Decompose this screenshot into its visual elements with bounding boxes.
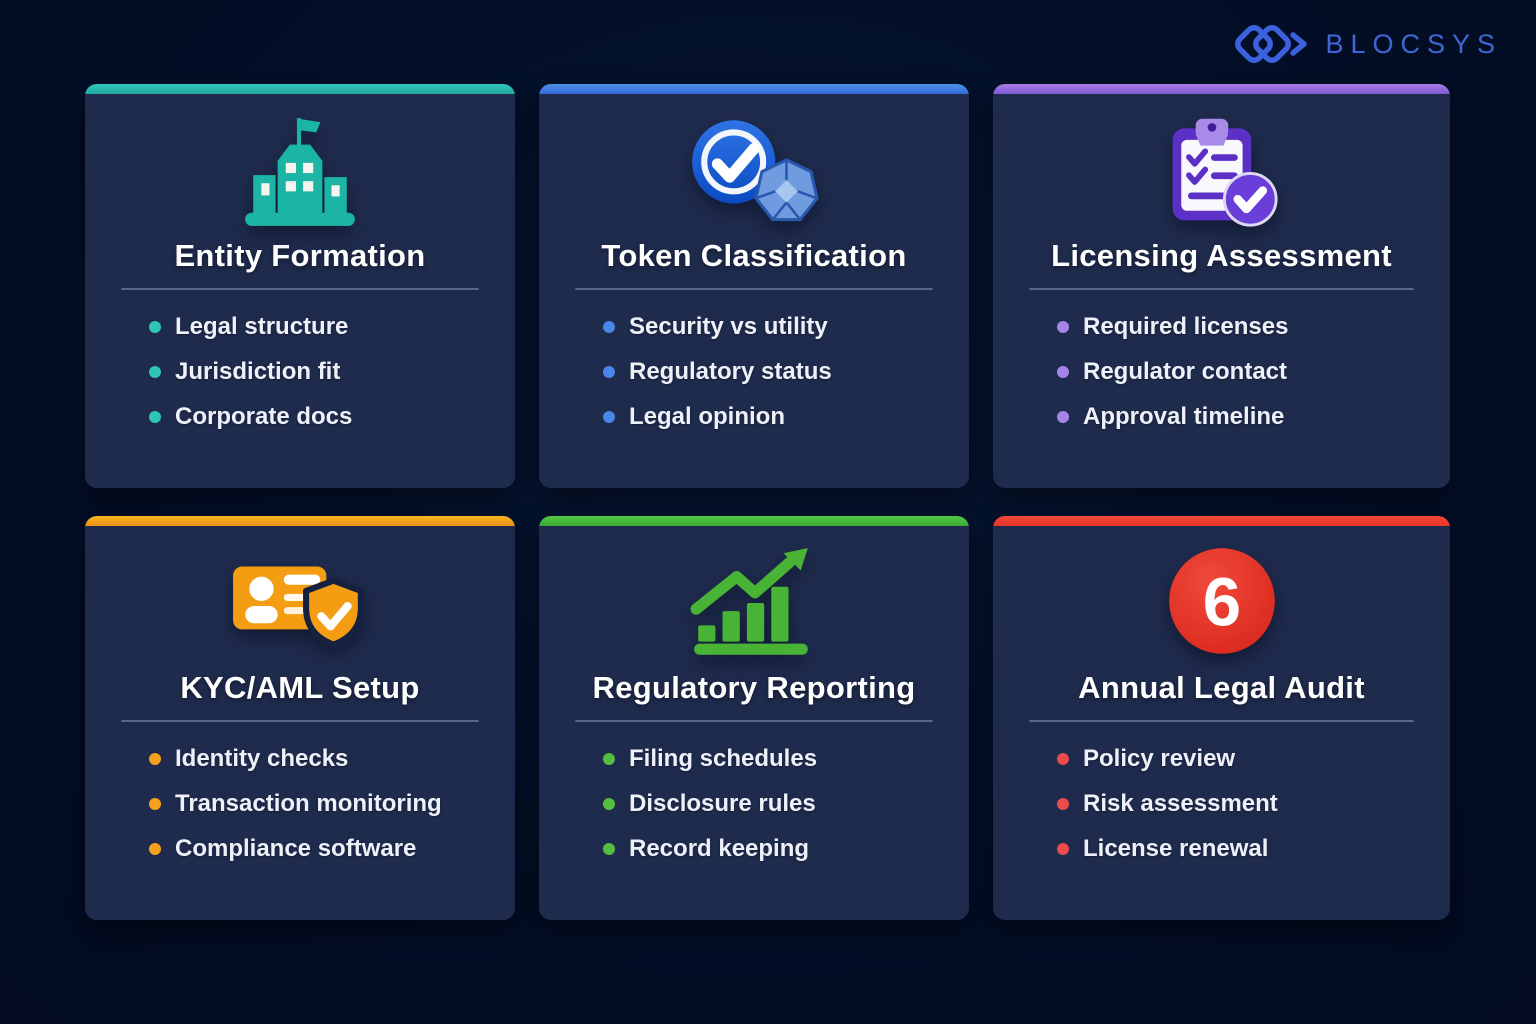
accent-bar [85,516,515,526]
card-regulatory-reporting: Regulatory Reporting Filing schedules Di… [539,516,969,920]
blocsys-logo-icon [1235,25,1308,63]
list-item: License renewal [1057,835,1434,862]
card-title: Regulatory Reporting [592,670,916,705]
card-entity-formation: Entity Formation Legal structure Jurisdi… [85,84,515,488]
bullet-label: Approval timeline [1083,403,1285,430]
verified-token-icon [691,120,819,222]
card-annual-legal-audit: 6 Annual Legal Audit Policy review Risk … [993,516,1450,920]
card-title: KYC/AML Setup [180,670,420,705]
brand-logo: BLOCSYS [1231,16,1502,72]
title-divider [1029,288,1414,290]
bullet-dot [1057,321,1069,333]
bullet-dot [149,753,161,765]
growth-chart-icon [690,548,808,655]
list-item: Risk assessment [1057,790,1434,817]
number-6-badge-icon: 6 [1168,548,1275,654]
bullet-label: Identity checks [175,745,349,772]
bullet-list: Legal structure Jurisdiction fit Corpora… [85,313,515,430]
bullet-dot [603,798,615,810]
list-item: Required licenses [1057,313,1434,340]
bullet-dot [603,843,615,855]
card-token-classification: Token Classification Security vs utility… [539,84,969,488]
accent-bar [539,516,969,526]
list-item: Disclosure rules [603,790,953,817]
title-divider [1029,720,1414,722]
card-title: Licensing Assessment [1051,238,1392,273]
bullet-list: Security vs utility Regulatory status Le… [539,313,969,430]
bullet-dot [149,843,161,855]
brand-name: BLOCSYS [1325,28,1502,59]
bullet-label: Legal opinion [629,403,785,430]
bullet-dot [149,798,161,810]
list-item: Approval timeline [1057,403,1434,430]
bullet-dot [149,411,161,423]
badge-number: 6 [1202,562,1240,640]
list-item: Record keeping [603,835,953,862]
list-item: Filing schedules [603,745,953,772]
list-item: Regulatory status [603,358,953,385]
bullet-label: Policy review [1083,745,1236,772]
bullet-label: Record keeping [629,835,810,862]
card-title: Entity Formation [174,238,426,273]
list-item: Security vs utility [603,313,953,340]
list-item: Jurisdiction fit [149,358,499,385]
bullet-label: Filing schedules [629,745,818,772]
list-item: Policy review [1057,745,1434,772]
list-item: Corporate docs [149,403,499,430]
list-item: Compliance software [149,835,499,862]
bullet-list: Identity checks Transaction monitoring C… [85,745,515,862]
bullet-list: Required licenses Regulator contact Appr… [993,313,1450,430]
bullet-dot [149,366,161,378]
list-item: Identity checks [149,745,499,772]
bullet-label: Disclosure rules [629,790,816,817]
card-licensing-assessment: Licensing Assessment Required licenses R… [993,84,1450,488]
accent-bar [539,84,969,94]
bullet-label: Regulatory status [629,358,832,385]
bullet-dot [149,321,161,333]
bullet-label: Transaction monitoring [175,790,442,817]
bullet-label: Compliance software [175,835,417,862]
bullet-dot [1057,411,1069,423]
bullet-dot [1057,843,1069,855]
bullet-dot [603,411,615,423]
accent-bar [993,84,1450,94]
bullet-label: Corporate docs [175,403,353,430]
checklist-clipboard-icon [1172,118,1278,227]
bullet-label: Jurisdiction fit [175,358,341,385]
bullet-dot [1057,753,1069,765]
bullet-dot [603,366,615,378]
bullet-dot [1057,798,1069,810]
list-item: Legal structure [149,313,499,340]
bullet-dot [1057,366,1069,378]
cards-grid: Entity Formation Legal structure Jurisdi… [85,84,1450,920]
list-item: Transaction monitoring [149,790,499,817]
list-item: Regulator contact [1057,358,1434,385]
card-title: Annual Legal Audit [1078,670,1365,705]
accent-bar [85,84,515,94]
bullet-label: Risk assessment [1083,790,1278,817]
list-item: Legal opinion [603,403,953,430]
title-divider [575,288,933,290]
title-divider [121,720,479,722]
id-card-shield-icon [233,566,364,648]
bullet-label: Required licenses [1083,313,1289,340]
accent-bar [993,516,1450,526]
bullet-label: Legal structure [175,313,349,340]
bank-building-icon [245,118,355,226]
bullet-dot [603,753,615,765]
bullet-label: Regulator contact [1083,358,1288,385]
bullet-list: Filing schedules Disclosure rules Record… [539,745,969,862]
bullet-label: License renewal [1083,835,1269,862]
title-divider [575,720,933,722]
card-title: Token Classification [601,238,907,273]
bullet-list: Policy review Risk assessment License re… [993,745,1450,862]
card-kyc-aml-setup: KYC/AML Setup Identity checks Transactio… [85,516,515,920]
bullet-dot [603,321,615,333]
title-divider [121,288,479,290]
bullet-label: Security vs utility [629,313,828,340]
